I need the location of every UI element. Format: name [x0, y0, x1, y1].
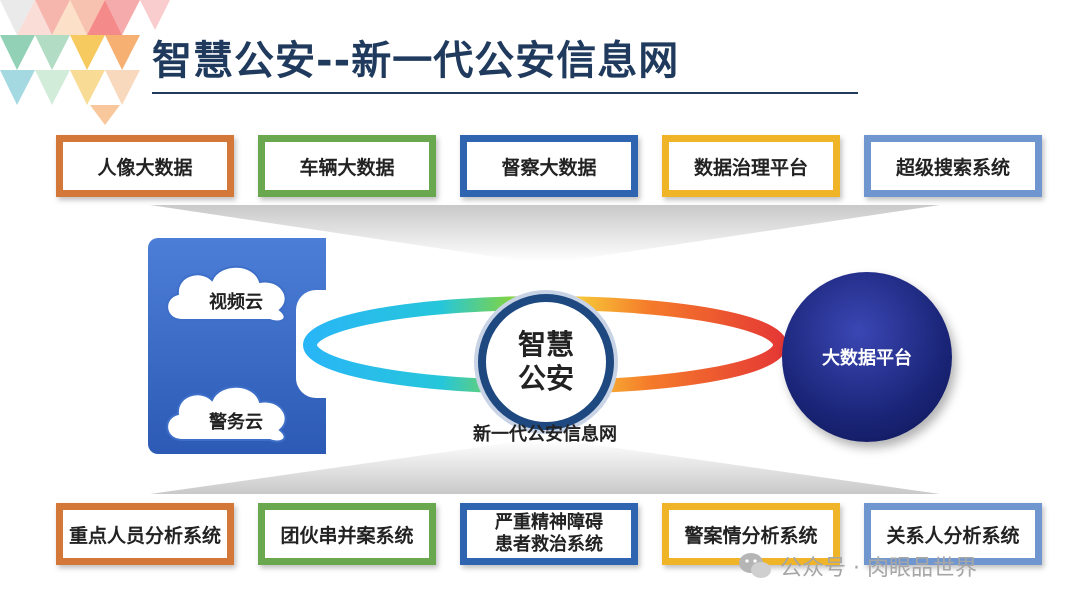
bottom-box-mental-disorder-treatment-system: 严重精神障碍 患者救治系统 [460, 503, 638, 565]
watermark-text: 公众号 · 肉眼品世界 [780, 550, 977, 582]
big-data-platform-label: 大数据平台 [822, 344, 912, 370]
bottom-box-line1: 严重精神障碍 [495, 512, 603, 534]
center-label: 智慧公安 [511, 328, 581, 396]
bottom-box-key-personnel-analysis: 重点人员分析系统 [56, 503, 234, 565]
wechat-icon [738, 552, 772, 580]
center-subtitle: 新一代公安信息网 [420, 420, 670, 446]
watermark: 公众号 · 肉眼品世界 [738, 550, 977, 582]
big-data-platform-sphere: 大数据平台 [782, 272, 952, 442]
bottom-box-line2: 患者救治系统 [495, 534, 603, 556]
center-hub: 智慧公安 [478, 294, 614, 430]
bottom-box-gang-case-system: 团伙串并案系统 [258, 503, 436, 565]
